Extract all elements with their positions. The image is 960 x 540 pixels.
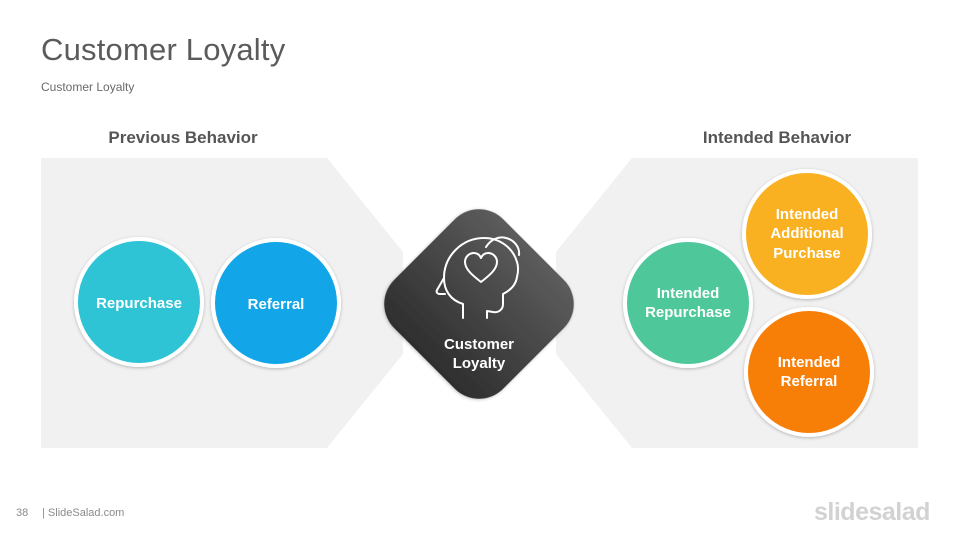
intended-behavior-heading: Intended Behavior <box>702 128 852 147</box>
footer-site: | SlideSalad.com <box>42 507 125 519</box>
customer-loyalty-diamond: Customer Loyalty <box>384 209 574 399</box>
repurchase-label: Repurchase <box>96 295 182 312</box>
intended-referral-circle: Intended Referral <box>744 307 874 437</box>
intended-referral-line1: Intended <box>778 354 841 371</box>
page-number: 38 <box>16 507 29 519</box>
center-label-line2: Loyalty <box>453 355 506 372</box>
repurchase-circle: Repurchase <box>74 237 204 367</box>
intended-repurchase-line1: Intended <box>657 285 720 302</box>
head-heart-icon <box>435 236 521 319</box>
slidesalad-logo: slidesalad <box>814 498 930 526</box>
additional-purchase-line2: Additional <box>770 225 843 242</box>
intended-referral-line2: Referral <box>781 373 838 390</box>
center-label-line1: Customer <box>444 336 514 353</box>
slide-title: Customer Loyalty <box>41 32 286 67</box>
previous-behavior-heading: Previous Behavior <box>108 128 258 147</box>
intended-repurchase-circle: Intended Repurchase <box>623 238 753 368</box>
additional-purchase-line3: Purchase <box>773 245 841 262</box>
slide-subtitle: Customer Loyalty <box>41 80 135 94</box>
additional-purchase-line1: Intended <box>776 206 839 223</box>
referral-circle: Referral <box>211 238 341 368</box>
referral-label: Referral <box>248 296 305 313</box>
intended-additional-purchase-circle: Intended Additional Purchase <box>742 169 872 299</box>
intended-repurchase-line2: Repurchase <box>645 304 731 321</box>
